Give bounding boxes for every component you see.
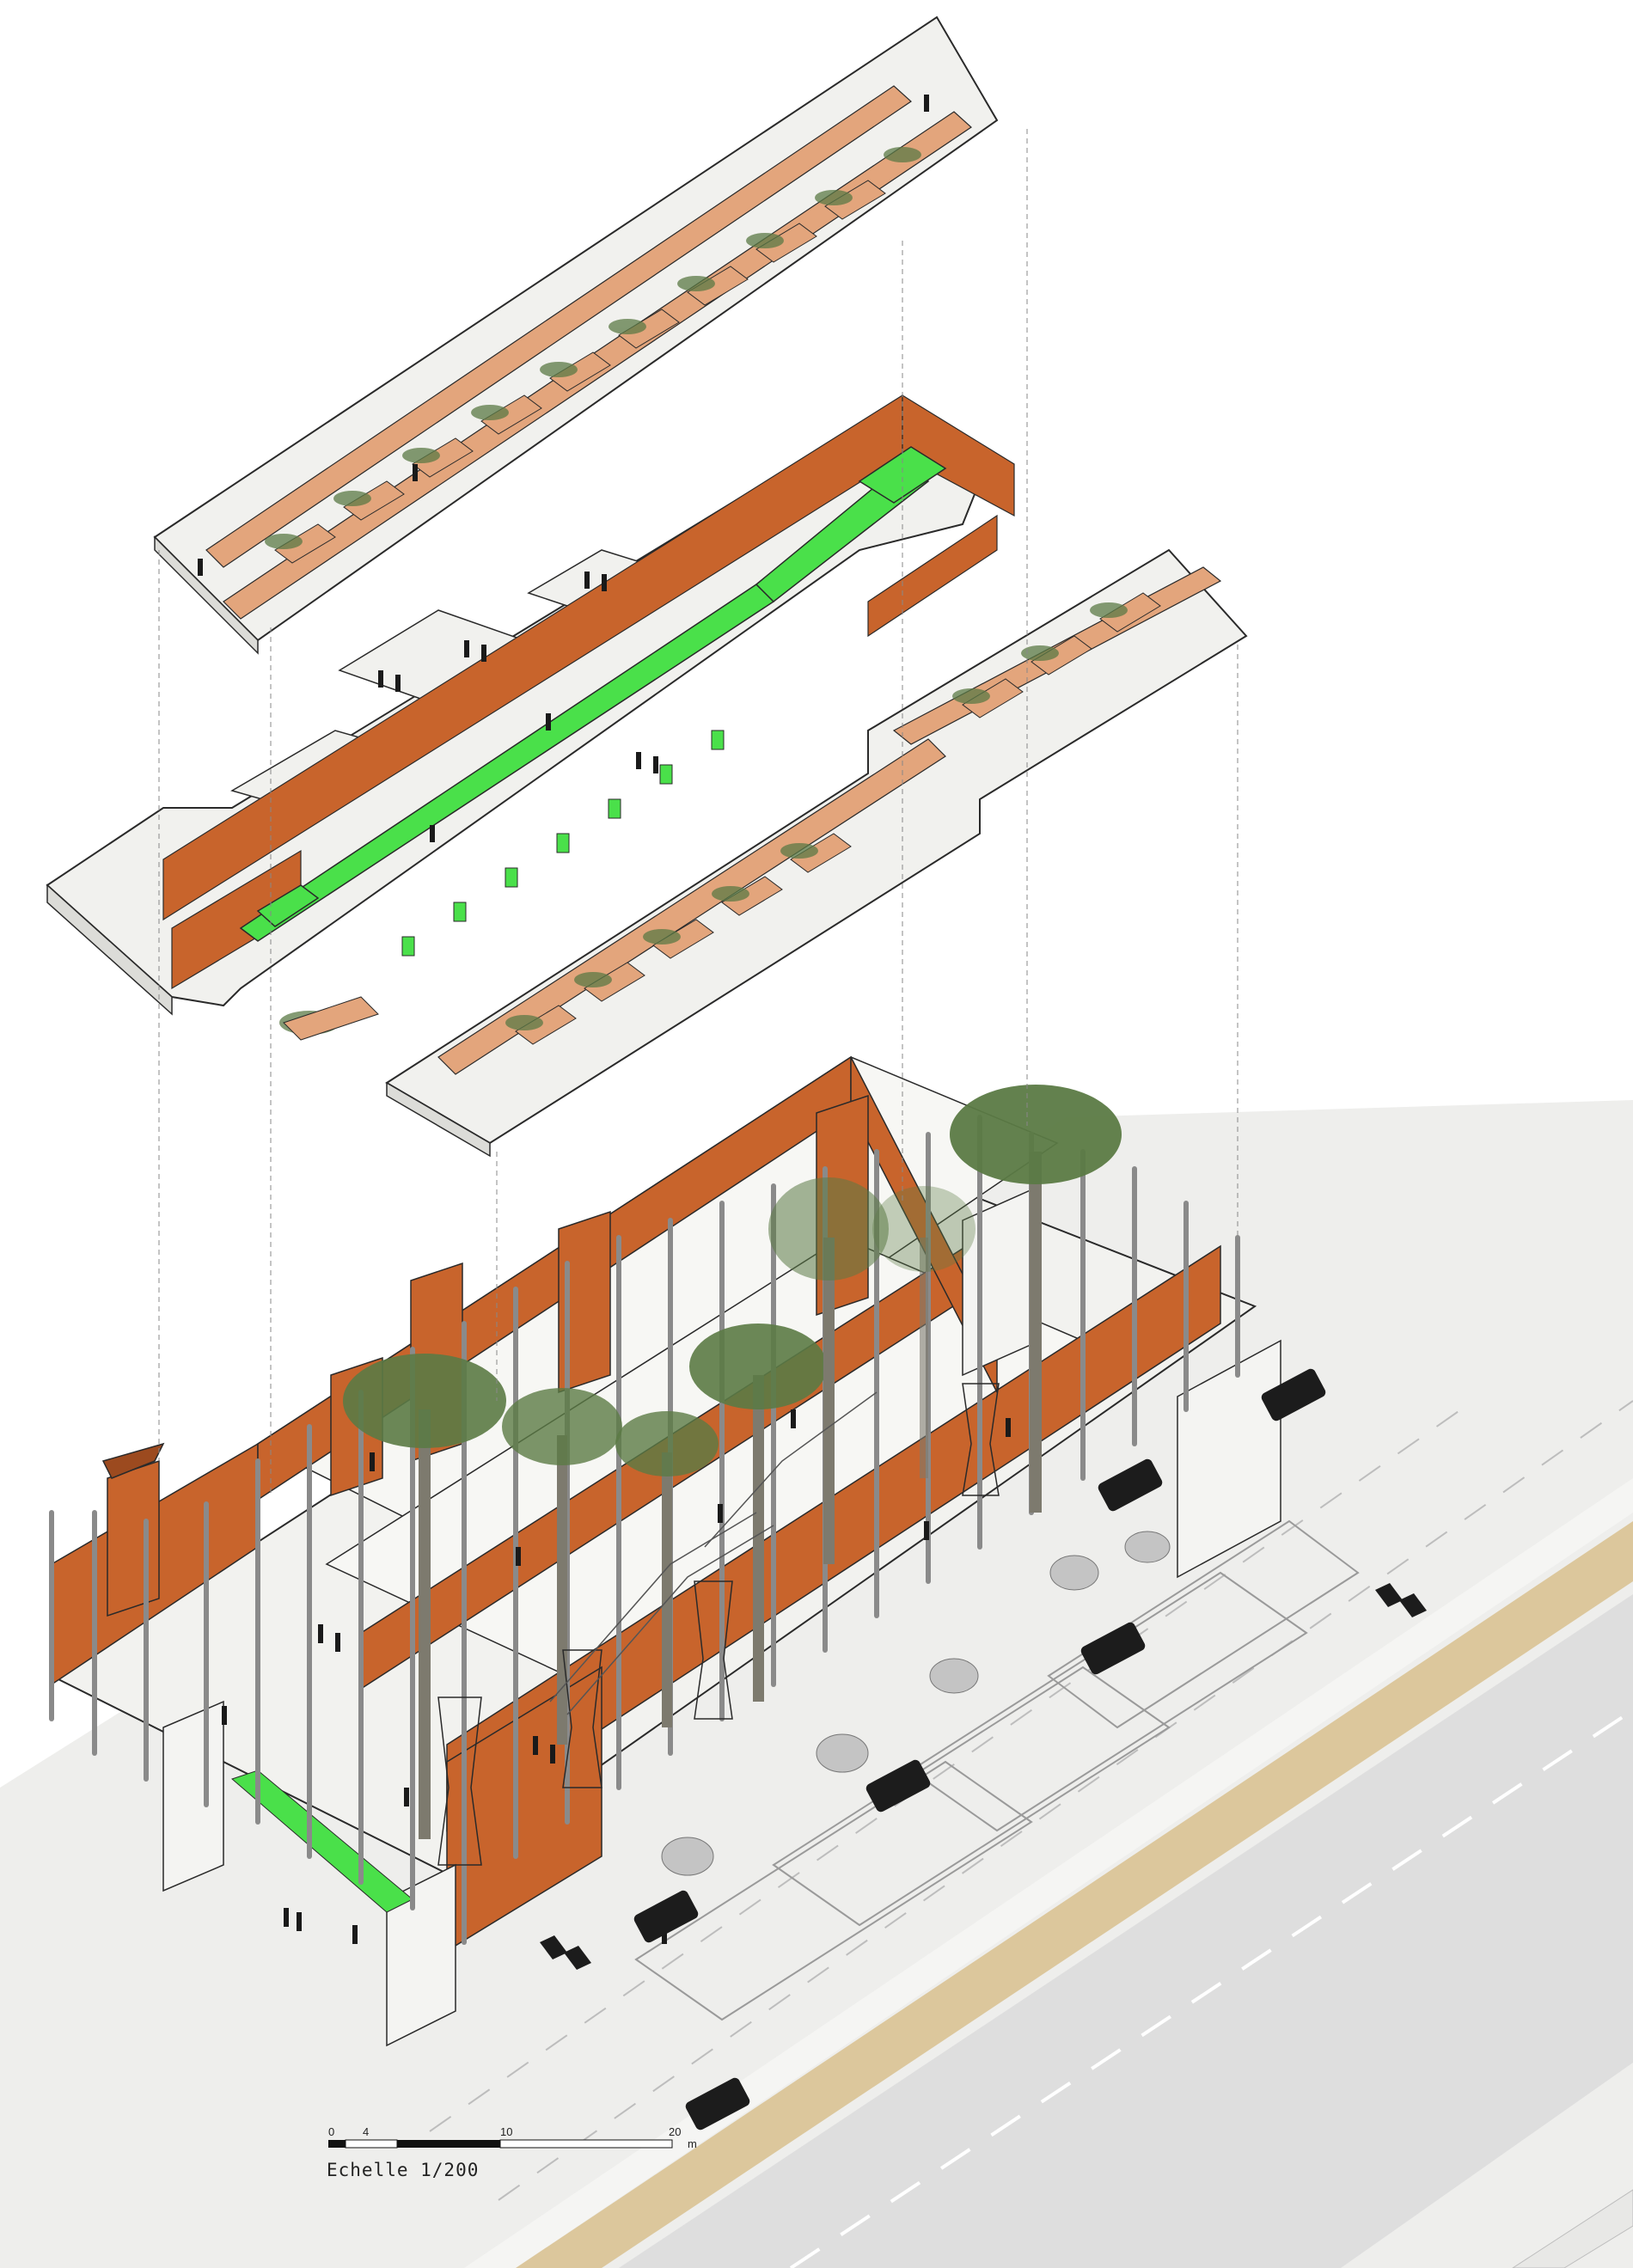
right-roof-garden bbox=[279, 548, 1248, 1158]
palm-tree bbox=[689, 1324, 827, 1702]
cars bbox=[633, 1368, 1326, 2130]
upper-roof-garden bbox=[153, 15, 999, 655]
palm-tree bbox=[950, 1085, 1122, 1513]
people-silhouettes-middle bbox=[378, 572, 658, 842]
road-lane-markings bbox=[789, 1709, 1633, 2268]
projection-lines bbox=[158, 129, 1239, 1495]
scale-unit: m bbox=[688, 2137, 697, 2150]
stair-tower-left bbox=[162, 1700, 224, 1892]
middle-floor-slab bbox=[46, 402, 982, 1007]
upper-vegetation bbox=[265, 147, 921, 549]
bridge-deck bbox=[1512, 2189, 1633, 2268]
upper-planter-boxes bbox=[274, 180, 886, 564]
car bbox=[685, 2077, 750, 2130]
car bbox=[1098, 1458, 1163, 1512]
scale-tick-20: 20 bbox=[669, 2125, 681, 2138]
sidewalk bbox=[464, 1478, 1633, 2268]
green-walkway-end bbox=[256, 884, 320, 927]
green-walkway-upper bbox=[755, 463, 930, 602]
stair-tower-right bbox=[1177, 1339, 1281, 1579]
palm-tree bbox=[343, 1354, 506, 1839]
car bbox=[1080, 1622, 1146, 1675]
lattice-towers bbox=[437, 1383, 1000, 1866]
road-surface bbox=[619, 1594, 1633, 2268]
scale-bar-segment bbox=[345, 2139, 398, 2149]
upper-roof-slab-edge bbox=[154, 535, 259, 655]
car bbox=[633, 1890, 699, 1943]
staircase bbox=[549, 1512, 757, 1703]
scale-label: Echelle 1/200 bbox=[327, 2160, 480, 2180]
scale-tick-4: 4 bbox=[363, 2125, 369, 2138]
staircase bbox=[566, 1525, 774, 1715]
scale-tick-0: 0 bbox=[328, 2125, 334, 2138]
green-walkway-loop bbox=[858, 446, 947, 504]
palm-tree bbox=[768, 1177, 889, 1564]
brick-wall-panel bbox=[902, 394, 1015, 517]
road-sand-strip bbox=[516, 1521, 1633, 2268]
middle-level bbox=[46, 394, 1015, 1016]
chimney-1-cap bbox=[101, 1442, 165, 1479]
staircases bbox=[549, 1391, 878, 1715]
hatched-crossings bbox=[540, 1583, 1427, 1970]
upper-planter-row-left bbox=[205, 85, 912, 568]
scale-bar: 0 4 10 20 m bbox=[328, 2125, 697, 2150]
car bbox=[1261, 1368, 1326, 1421]
chimney-4 bbox=[558, 1210, 611, 1394]
green-walkway bbox=[239, 446, 947, 942]
parking-lane-markings bbox=[429, 1400, 1633, 2201]
right-planter-row bbox=[437, 738, 946, 1075]
lattice-tower bbox=[437, 1696, 482, 1866]
people-silhouettes bbox=[222, 1409, 1011, 1944]
brick-wall-panel bbox=[867, 514, 998, 638]
shrubs bbox=[661, 1531, 1171, 1876]
staircase bbox=[704, 1391, 878, 1548]
lattice-tower bbox=[694, 1580, 733, 1720]
stair-tower-front bbox=[386, 1863, 456, 2047]
lattice-tower bbox=[962, 1383, 1000, 1496]
middle-slab-edge bbox=[46, 883, 173, 1016]
scale-bar-segment bbox=[499, 2139, 673, 2149]
chimney-1 bbox=[107, 1459, 160, 1617]
lattice-tower bbox=[562, 1649, 602, 1788]
people-silhouettes-upper bbox=[198, 95, 929, 576]
left-corner-planter bbox=[283, 996, 379, 1041]
green-pillars bbox=[401, 730, 725, 957]
scale-tick-10: 10 bbox=[500, 2125, 512, 2138]
columns bbox=[49, 1115, 1240, 1945]
right-roof-slab-edge bbox=[386, 1081, 491, 1158]
right-planter-boxes bbox=[515, 592, 1161, 1045]
palm-tree bbox=[872, 1186, 976, 1478]
palm-trees bbox=[343, 1085, 1122, 1839]
ground-level-building bbox=[49, 1055, 1326, 2130]
car bbox=[865, 1759, 931, 1813]
scale-bar-segment bbox=[397, 2140, 500, 2148]
scale-bar-segment bbox=[328, 2140, 346, 2148]
brick-wall-panels-middle bbox=[162, 394, 1015, 990]
palm-tree bbox=[615, 1411, 719, 1727]
